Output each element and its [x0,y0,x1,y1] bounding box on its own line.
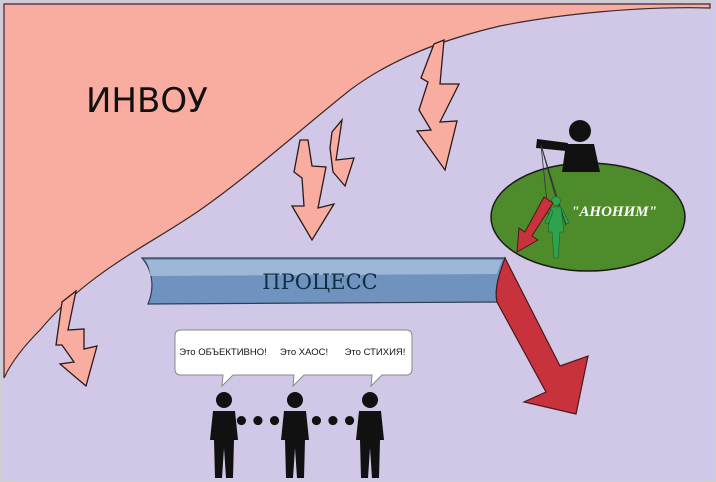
outcome-arrow [495,256,589,415]
influence-arrow [415,39,461,172]
influence-arrows [55,39,461,388]
ellipsis-1: ••• [233,407,283,437]
person-icon [210,392,238,478]
anonym-label: "АНОНИМ" [571,204,657,220]
inbou-label: ИНВОУ [86,81,208,121]
process-label: ПРОЦЕСС [262,270,377,294]
small-red-arrow [516,196,554,253]
puppet-icon [544,196,570,259]
influence-arrow [55,289,98,388]
ellipsis-2: ••• [308,407,358,437]
speech-text-objective: Это ОБЪЕКТИВНО! [179,347,267,358]
inbou-region [3,3,711,379]
influence-arrow [290,139,336,242]
puppeteer-icon [536,120,600,172]
speech-text-chaos: Это ХАОС! [280,347,328,358]
process-band-highlight [146,260,502,276]
influence-arrow [329,117,355,188]
speech-text-element: Это СТИХИЯ! [345,347,406,358]
person-icon [356,392,384,478]
speech-bubble [174,329,413,388]
person-icon [281,392,309,478]
